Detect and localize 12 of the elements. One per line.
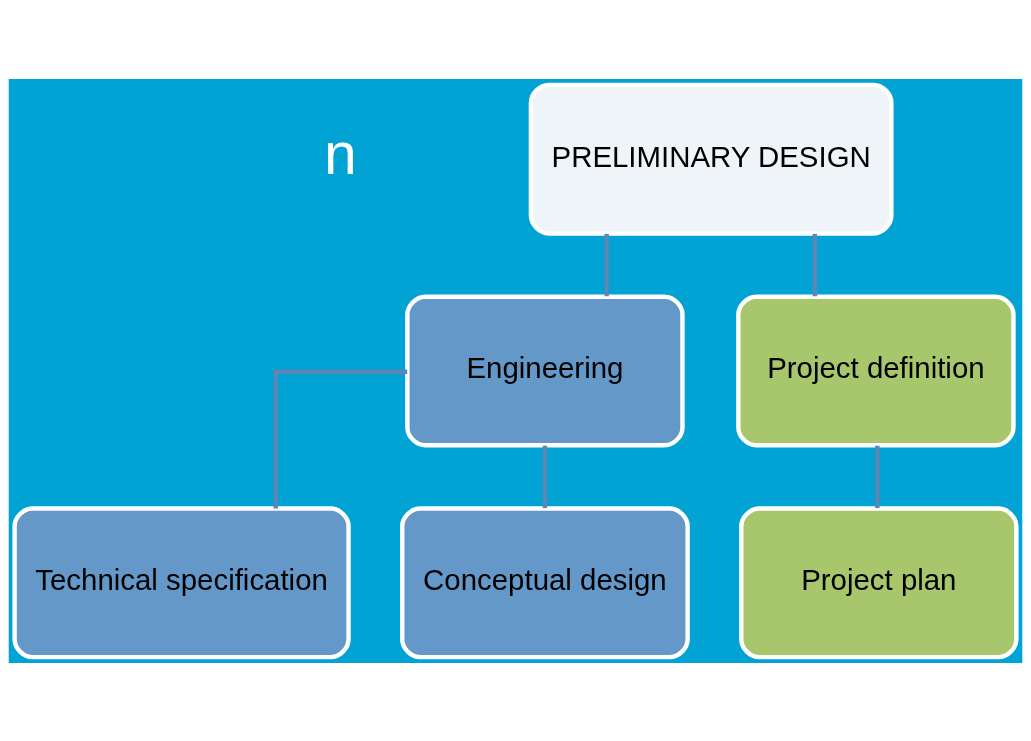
connector xyxy=(273,369,408,508)
connector xyxy=(542,445,548,508)
connector xyxy=(604,233,609,296)
node-box: Engineering xyxy=(405,294,685,447)
node-box: Project definition xyxy=(736,294,1016,447)
node-box: Technical specification xyxy=(12,505,351,659)
connector xyxy=(875,445,880,508)
node-box: Project plan xyxy=(739,505,1019,659)
node-box: Conceptual design xyxy=(400,505,690,659)
label: n xyxy=(324,120,357,186)
connector xyxy=(812,233,818,296)
node-box: PRELIMINARY DESIGN xyxy=(528,82,894,236)
